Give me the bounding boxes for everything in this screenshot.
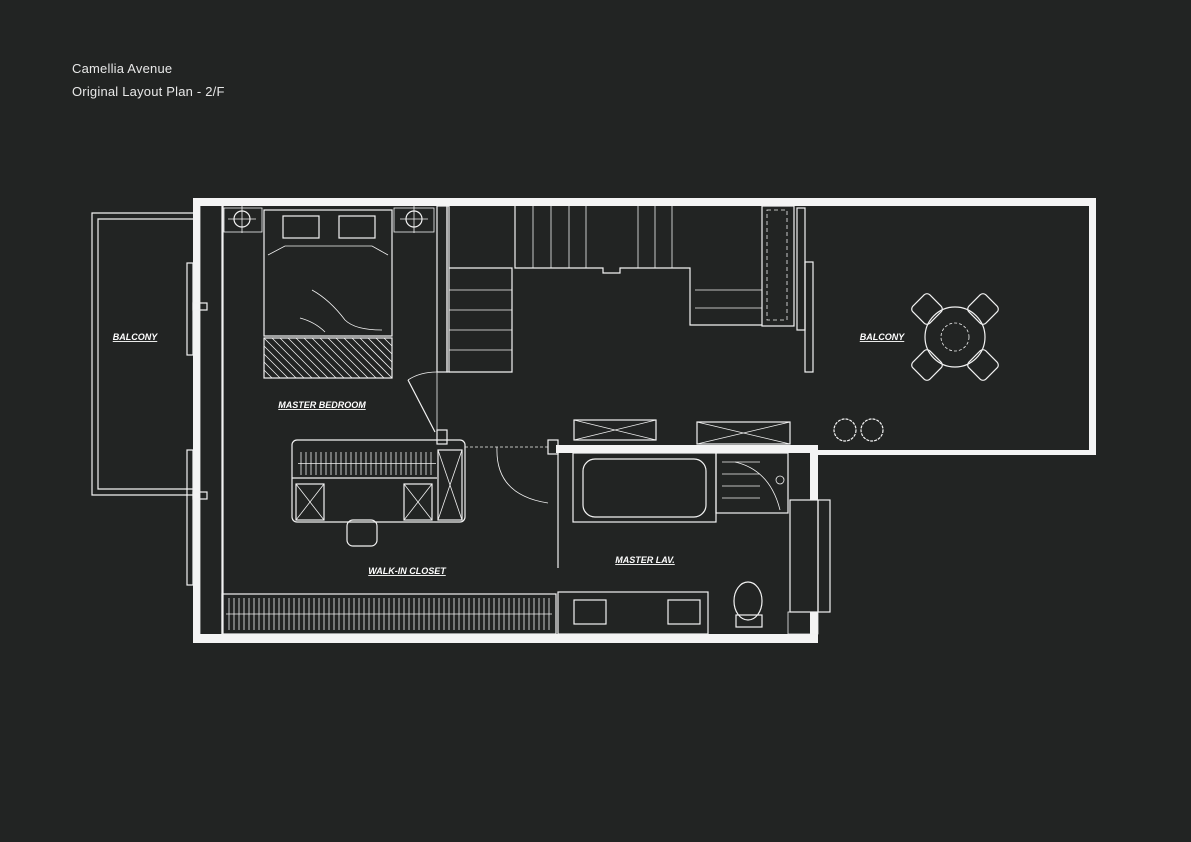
rug-hatch (383, 337, 393, 347)
exterior-walls (193, 198, 1096, 643)
rug-hatch (327, 337, 369, 379)
rug-hatch (263, 353, 289, 379)
nightstand-lamps (223, 206, 435, 233)
rug-hatch (295, 337, 337, 379)
room-label-master-bedroom: MASTER BEDROOM (278, 400, 366, 410)
rug-hatch (263, 345, 297, 379)
rug-hatch (263, 361, 281, 379)
bedroom-partition (407, 205, 448, 445)
bed (263, 209, 393, 379)
plants (833, 418, 884, 442)
rug-hatch (335, 337, 377, 379)
plan-subtitle: Original Layout Plan - 2/F (72, 84, 225, 99)
chair (911, 293, 943, 325)
chair (967, 293, 999, 325)
lav-door (465, 439, 559, 504)
master-lav (556, 419, 831, 635)
rug-hatch (287, 337, 329, 379)
rug-hatch (263, 337, 305, 379)
closet-island (291, 439, 466, 547)
rug-hatch (375, 337, 393, 355)
rug-hatch (279, 337, 321, 379)
rug-hatch (367, 337, 393, 363)
chair (967, 349, 999, 381)
chair (911, 349, 943, 381)
rug-hatch (319, 337, 361, 379)
rug-hatch (343, 337, 385, 379)
room-label-balcony-left: BALCONY (113, 332, 158, 342)
room-label-master-lav: MASTER LAV. (615, 555, 675, 565)
project-name: Camellia Avenue (72, 61, 173, 76)
left-balcony (91, 212, 208, 586)
rug-hatch (303, 337, 345, 379)
room-label-walk-in-closet: WALK-IN CLOSET (368, 566, 447, 576)
rug-hatch (271, 337, 313, 379)
rug-hatch (263, 369, 273, 379)
rug-hatch (311, 337, 353, 379)
rug-hatch (351, 337, 393, 379)
closet-rail-bottom (221, 593, 557, 635)
room-label-balcony-right: BALCONY (860, 332, 905, 342)
dining-set (911, 293, 999, 381)
staircase (446, 205, 814, 373)
rug-hatch (359, 337, 393, 371)
